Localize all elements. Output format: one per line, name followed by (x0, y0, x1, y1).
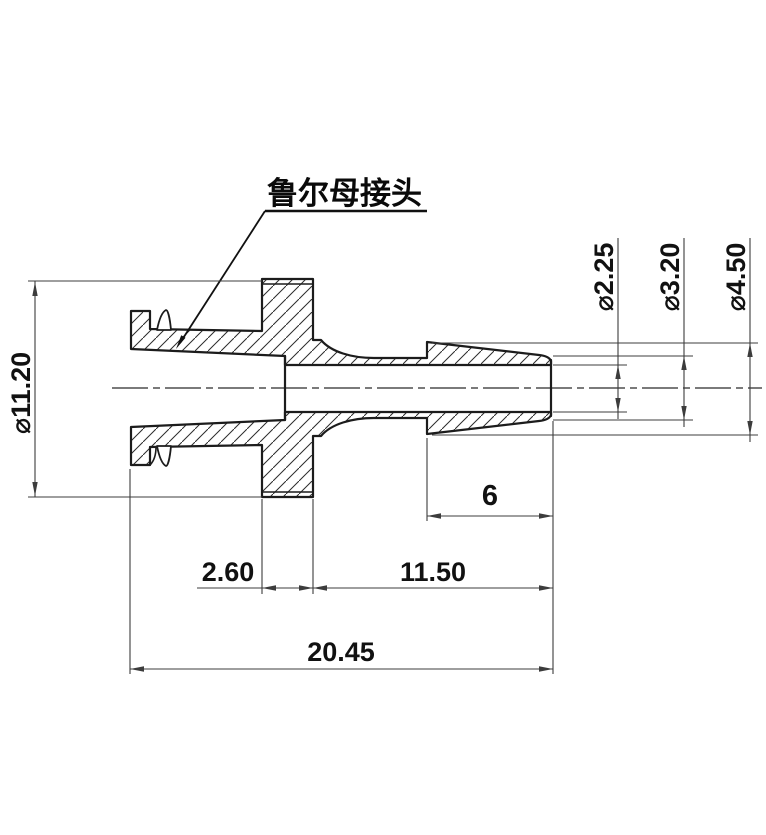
part-cross-section (129, 277, 553, 499)
callout-leader-line (179, 210, 266, 344)
arrowhead-right (539, 585, 553, 591)
arrowhead-up (32, 282, 38, 296)
arrowhead-down (681, 406, 687, 420)
dim-collar-thickness: 2.60 (197, 499, 314, 594)
arrowhead-right (539, 513, 553, 519)
arrowhead-right (299, 585, 313, 591)
arrowhead-down (32, 482, 38, 496)
arrowhead-left (130, 666, 144, 672)
thread-fin-top (156, 309, 172, 331)
arrowhead-down (615, 398, 621, 412)
dim-body-length-value: 11.50 (400, 557, 466, 587)
callout-arrowhead (176, 335, 186, 349)
arrowhead-right (539, 666, 553, 672)
dim-barb-diameter: ⌀4.50 (432, 238, 758, 442)
dim-overall-length-value: 20.45 (307, 637, 375, 667)
arrowhead-left (262, 585, 276, 591)
arrowhead-down (747, 421, 753, 435)
dim-overall-length: 20.45 (129, 469, 553, 674)
dim-tip-diameter: ⌀3.20 (553, 238, 693, 427)
arrowhead-up (681, 356, 687, 370)
dim-bore-diameter: ⌀2.25 (553, 238, 627, 419)
arrowhead-up (747, 343, 753, 357)
dim-collar-thickness-value: 2.60 (202, 557, 255, 587)
callout-label: 鲁尔母接头 (267, 176, 422, 211)
thread-fin-bottom (156, 445, 172, 467)
dim-bore-diameter-value: ⌀2.25 (589, 243, 619, 312)
arrowhead-up (615, 365, 621, 379)
flange-fillet-curve (149, 446, 157, 466)
dim-flange-diameter-value: ⌀11.20 (6, 352, 36, 434)
dim-barb-length: 6 (426, 421, 554, 674)
dim-tip-diameter-value: ⌀3.20 (655, 243, 685, 312)
dim-barb-diameter-value: ⌀4.50 (721, 243, 751, 312)
dim-barb-length-value: 6 (482, 480, 498, 512)
callout: 鲁尔母接头 (176, 176, 427, 349)
arrowhead-left (313, 585, 327, 591)
dim-body-length: 11.50 (313, 557, 553, 591)
arrowhead-left (427, 513, 441, 519)
dim-flange-diameter: ⌀11.20 (6, 280, 262, 498)
